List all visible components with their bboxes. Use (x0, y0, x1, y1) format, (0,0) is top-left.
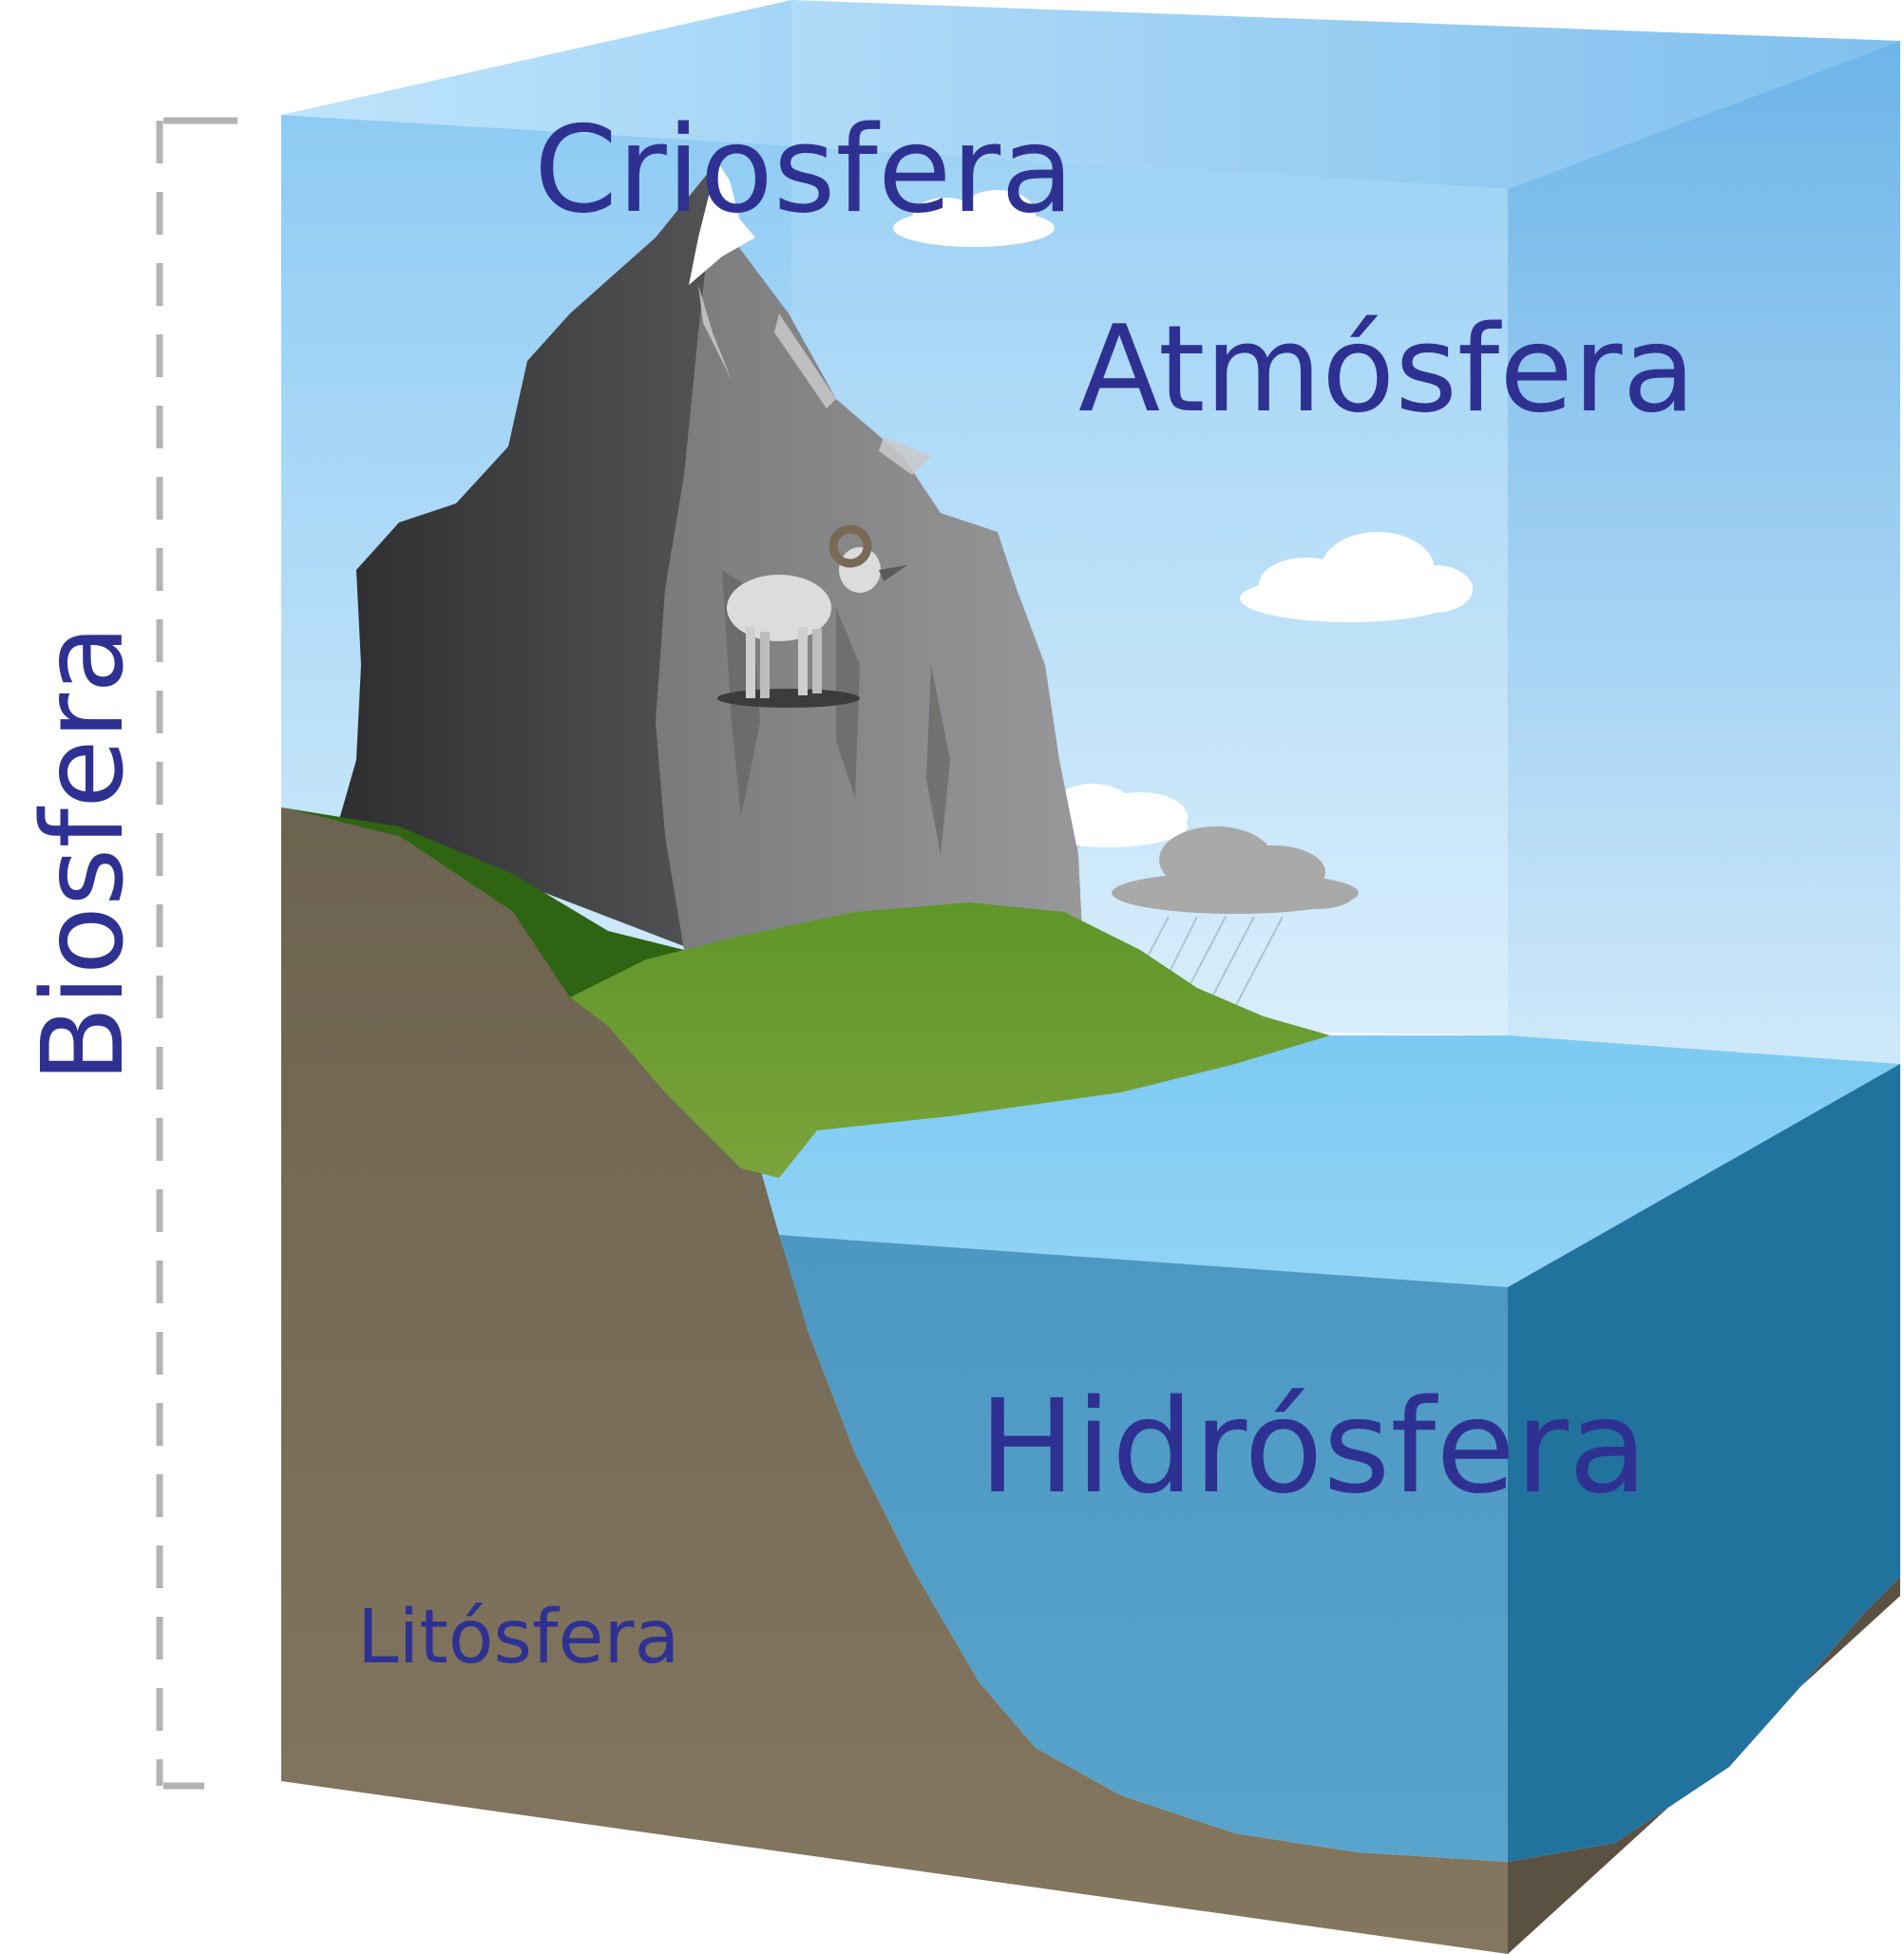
mountain-shadow-streaks (722, 570, 950, 855)
snow-streaks (698, 285, 931, 475)
grass-land (281, 807, 1330, 1178)
snow-cap (689, 161, 755, 285)
rain-cloud (1112, 826, 1359, 914)
grass-meadow (570, 902, 1330, 1178)
grass-left-slope (281, 807, 684, 997)
soil-side-face (1508, 1577, 1900, 1954)
label-atmosfera: Atmósfera (1078, 299, 1696, 439)
label-litosfera: Litósfera (357, 1595, 679, 1680)
biosphere-bracket (156, 117, 238, 1790)
label-hidrosfera: Hidrósfera (979, 1373, 1647, 1523)
cloud-medium (1240, 532, 1473, 622)
ram-animal (717, 524, 907, 708)
sky-top-face (281, 0, 1900, 189)
water-side-face (1508, 1064, 1900, 1862)
label-criosfera: Criosfera (534, 100, 1074, 239)
cloud-small (893, 190, 1055, 247)
lithosphere-block (281, 807, 1900, 1954)
cloud-white-low (1026, 784, 1188, 847)
label-biosfera: Biosfera (17, 625, 148, 1083)
hydrosphere-block (760, 1035, 1900, 1862)
sky-side-face (1508, 41, 1900, 1064)
soil-front-face (281, 807, 1508, 1954)
water-front-face (779, 1235, 1508, 1862)
mountain-dark-face (337, 161, 760, 950)
